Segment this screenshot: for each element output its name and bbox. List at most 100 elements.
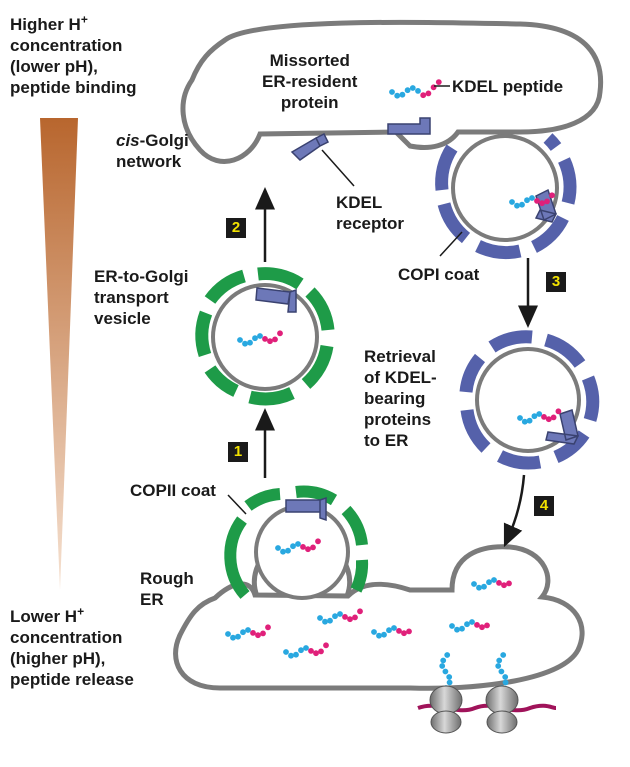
kdel-tag-residue: [255, 632, 261, 639]
peptide-residue: [332, 613, 338, 620]
kdel-peptide-label: KDEL peptide: [452, 77, 564, 96]
peptide-residue: [524, 197, 530, 204]
peptide-residue: [526, 417, 533, 424]
peptide-residue: [290, 543, 296, 550]
peptide-residue: [394, 92, 401, 99]
copi-budding-vesicle: [451, 134, 559, 242]
kdel-tag-residue: [267, 338, 273, 345]
nascent-peptide-residue: [495, 663, 502, 669]
peptide-residue: [471, 581, 477, 587]
peptide-residue: [529, 195, 535, 201]
kdel-tag-residue: [250, 630, 256, 636]
peptide-residue: [459, 625, 465, 632]
kdel-tag-residue: [406, 628, 412, 635]
kdel-tag-residue: [357, 608, 363, 615]
kdel-tag-residue: [401, 630, 407, 637]
peptide-residue: [322, 618, 328, 625]
copii-coat-segments: [350, 559, 369, 593]
kdel-tag-residue: [323, 642, 329, 649]
peptide-residue: [486, 579, 492, 586]
nascent-peptide-residue: [500, 652, 507, 658]
peptide-residue: [257, 333, 263, 339]
cis-golgi-label: cis-Golgi network: [116, 131, 189, 171]
step-badge-2: 2: [226, 218, 246, 238]
peptide-residue: [327, 617, 333, 624]
retrieval-label: Retrieval of KDEL- bearing proteins to E…: [364, 347, 437, 450]
peptide-residue: [531, 413, 538, 420]
step-badge-3: 3: [546, 272, 566, 292]
copi-coat-ring-retrieval: [459, 330, 600, 470]
peptide-residue: [293, 651, 299, 658]
peptide-residue: [245, 627, 251, 633]
kdel-tag-residue: [342, 614, 348, 620]
copi-coat-ring-golgi: [435, 133, 577, 259]
peptide-residue: [242, 340, 248, 347]
kdel-tag-residue: [539, 200, 545, 207]
kdel-tag-residue: [420, 92, 427, 99]
kdel-tag-residue: [313, 650, 319, 657]
kdel-tag-residue: [435, 79, 442, 85]
kdel-tag-residue: [305, 546, 311, 553]
arrow-step-4: [503, 474, 526, 548]
peptide-residue: [247, 339, 253, 346]
peptide-residue: [389, 89, 395, 95]
copii-coat-segments: [244, 488, 281, 511]
kdel-receptor-icon: [255, 287, 297, 313]
kdel-tag-residue: [262, 336, 268, 342]
kdel-tag-residue: [496, 580, 502, 586]
peptide-residue: [514, 202, 520, 209]
copi-retrieval-vesicle: [475, 347, 581, 453]
nascent-peptide-residue: [496, 657, 503, 664]
kdel-tag-residue: [300, 544, 306, 550]
kdel-tag-residue: [265, 624, 271, 631]
leader-copii-coat: [227, 494, 247, 515]
peptide-residue: [517, 415, 523, 421]
kdel-tag-residue: [479, 624, 485, 631]
peptide-residue: [519, 201, 525, 208]
copii-coat-segments: [224, 516, 250, 599]
kdel-tag-residue: [277, 330, 283, 337]
kdel-tag-residue: [550, 414, 557, 421]
kdel-tag-residue: [484, 622, 490, 629]
leader-copi-coat: [439, 231, 463, 257]
peptide-residue: [237, 337, 243, 343]
ph-gradient-wedge: [40, 118, 78, 590]
peptide-residue: [391, 625, 397, 631]
peptide-residue: [376, 632, 382, 639]
er-resident-peptides: [225, 79, 562, 691]
kdel-tag-residue: [352, 614, 358, 621]
kdel-receptor-label: KDEL receptor: [336, 193, 405, 233]
nascent-peptide-residue: [502, 679, 509, 686]
step-badge-4: 4: [534, 496, 554, 516]
peptide-residue: [317, 615, 323, 621]
step-badge-1: 1: [228, 442, 248, 462]
nascent-peptide-residue: [440, 657, 447, 664]
gradient-bottom-label: Lower H+ concentration (higher pH), pept…: [10, 604, 134, 689]
missorted-protein-label: Missorted ER-resident protein: [262, 51, 358, 112]
kdel-tag-residue: [544, 198, 550, 205]
kdel-receptor-icon: [387, 117, 431, 135]
kdel-tag-residue: [272, 336, 278, 343]
kdel-tag-residue: [347, 616, 353, 623]
copi-coat-label: COPI coat: [398, 265, 480, 284]
gradient-top-label: Higher H+ concentration (lower pH), pept…: [10, 12, 137, 97]
nascent-peptide-residue: [446, 674, 453, 680]
peptide-residue: [476, 584, 482, 591]
peptide-residue: [469, 619, 475, 625]
peptide-residue: [337, 611, 343, 617]
copii-coat-label: COPII coat: [130, 481, 216, 500]
peptide-residue: [285, 547, 291, 554]
kdel-tag-residue: [549, 192, 555, 199]
peptide-residue: [283, 649, 289, 655]
peptide-residue: [464, 621, 470, 628]
peptide-residue: [303, 645, 309, 651]
rough-er-label: Rough ER: [140, 569, 194, 609]
peptide-residue: [381, 631, 387, 638]
leader-kdel-receptor: [321, 149, 355, 187]
peptide-residue: [295, 541, 301, 547]
peptide-residue: [491, 577, 497, 583]
kdel-tag-residue: [260, 630, 266, 637]
kdel-receptor-icon: [290, 132, 330, 161]
peptide-residue: [252, 335, 258, 342]
peptide-residue: [240, 629, 246, 636]
